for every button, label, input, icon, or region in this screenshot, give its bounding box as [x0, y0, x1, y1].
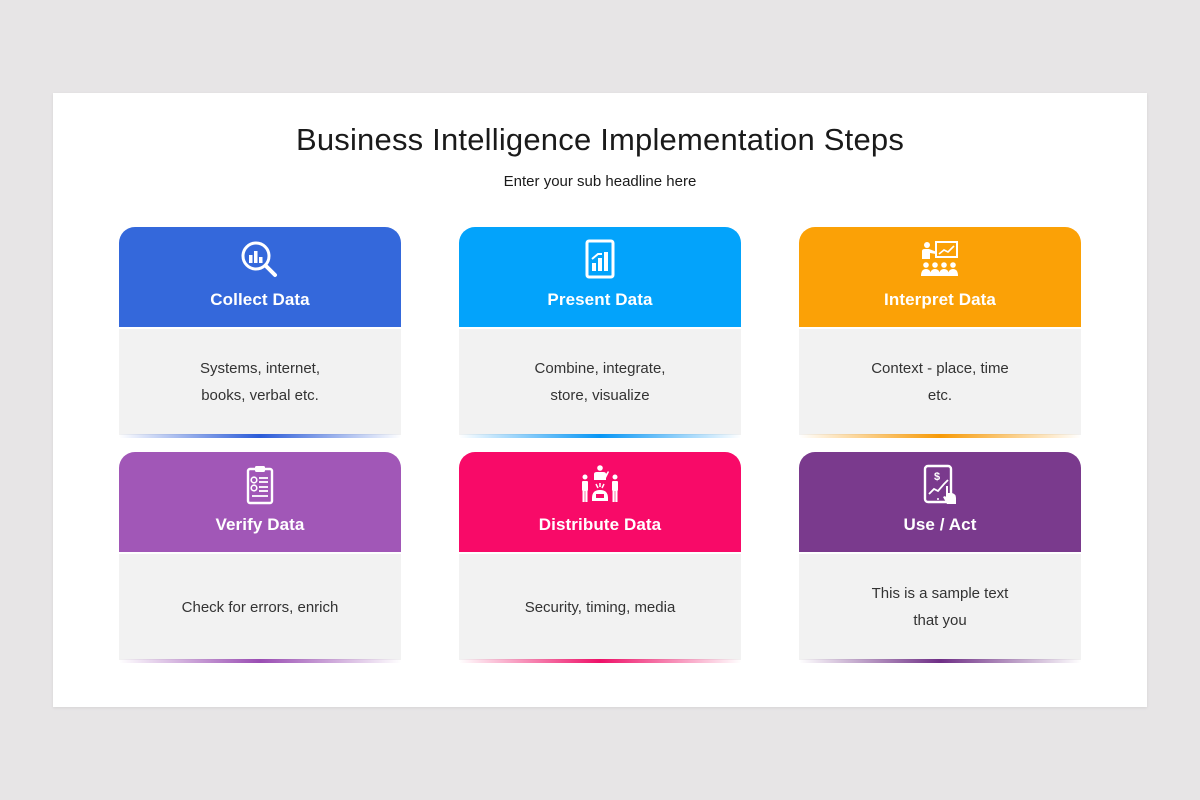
card-text-line: Check for errors, enrich: [181, 598, 339, 616]
card-body: Systems, internet, books, verbal etc.: [119, 327, 401, 435]
card-header: Collect Data: [119, 227, 401, 327]
clipboard-checklist-icon: [238, 464, 282, 506]
card-header: Distribute Data: [459, 452, 741, 552]
card-text-line: store, visualize: [550, 387, 650, 404]
card-accent-bar: [119, 434, 401, 438]
card-body: Check for errors, enrich: [119, 552, 401, 660]
step-card-distribute-data: Distribute Data Security, timing, media: [459, 452, 741, 664]
card-header: Present Data: [459, 227, 741, 327]
card-accent-bar: [119, 659, 401, 663]
card-header: Interpret Data: [799, 227, 1081, 327]
card-title: Interpret Data: [884, 290, 996, 309]
card-body: Security, timing, media: [459, 552, 741, 660]
step-card-collect-data: Collect Data Systems, internet, books, v…: [119, 227, 401, 439]
svg-text:$: $: [934, 471, 940, 483]
card-text-line: that you: [913, 612, 967, 629]
card-accent-bar: [799, 659, 1081, 663]
card-body: This is a sample text that you: [799, 552, 1081, 660]
card-title: Distribute Data: [538, 515, 662, 534]
card-body: Context - place, time etc.: [799, 327, 1081, 435]
card-text-line: Combine, integrate,: [534, 360, 666, 377]
presentation-audience-icon: [918, 239, 962, 281]
card-body: Combine, integrate, store, visualize: [459, 327, 741, 435]
team-distribution-icon: [578, 464, 622, 506]
step-card-present-data: Present Data Combine, integrate, store, …: [459, 227, 741, 439]
card-title: Use / Act: [903, 515, 977, 534]
card-text-line: This is a sample text: [871, 585, 1009, 602]
step-card-verify-data: Verify Data Check for errors, enrich: [119, 452, 401, 664]
card-text-line: Security, timing, media: [524, 598, 676, 616]
card-accent-bar: [459, 434, 741, 438]
card-title: Collect Data: [210, 290, 310, 309]
report-chart-icon: [578, 239, 622, 281]
card-text-line: books, verbal etc.: [201, 387, 319, 404]
page-subtitle: Enter your sub headline here: [503, 173, 697, 190]
step-card-interpret-data: Interpret Data Context - place, time etc…: [799, 227, 1081, 439]
step-card-use-act: $ Use / Act This is a sample text that y…: [799, 452, 1081, 664]
card-title: Verify Data: [215, 515, 305, 534]
card-accent-bar: [459, 659, 741, 663]
tablet-finance-touch-icon: $: [918, 464, 962, 506]
card-accent-bar: [799, 434, 1081, 438]
card-text-line: Systems, internet,: [199, 360, 321, 377]
card-header: $ Use / Act: [799, 452, 1081, 552]
magnifier-chart-icon: [238, 239, 282, 281]
page-title: Business Intelligence Implementation Ste…: [295, 122, 905, 157]
card-text-line: etc.: [927, 387, 953, 404]
card-header: Verify Data: [119, 452, 401, 552]
card-title: Present Data: [547, 290, 653, 309]
card-text-line: Context - place, time: [871, 360, 1009, 377]
